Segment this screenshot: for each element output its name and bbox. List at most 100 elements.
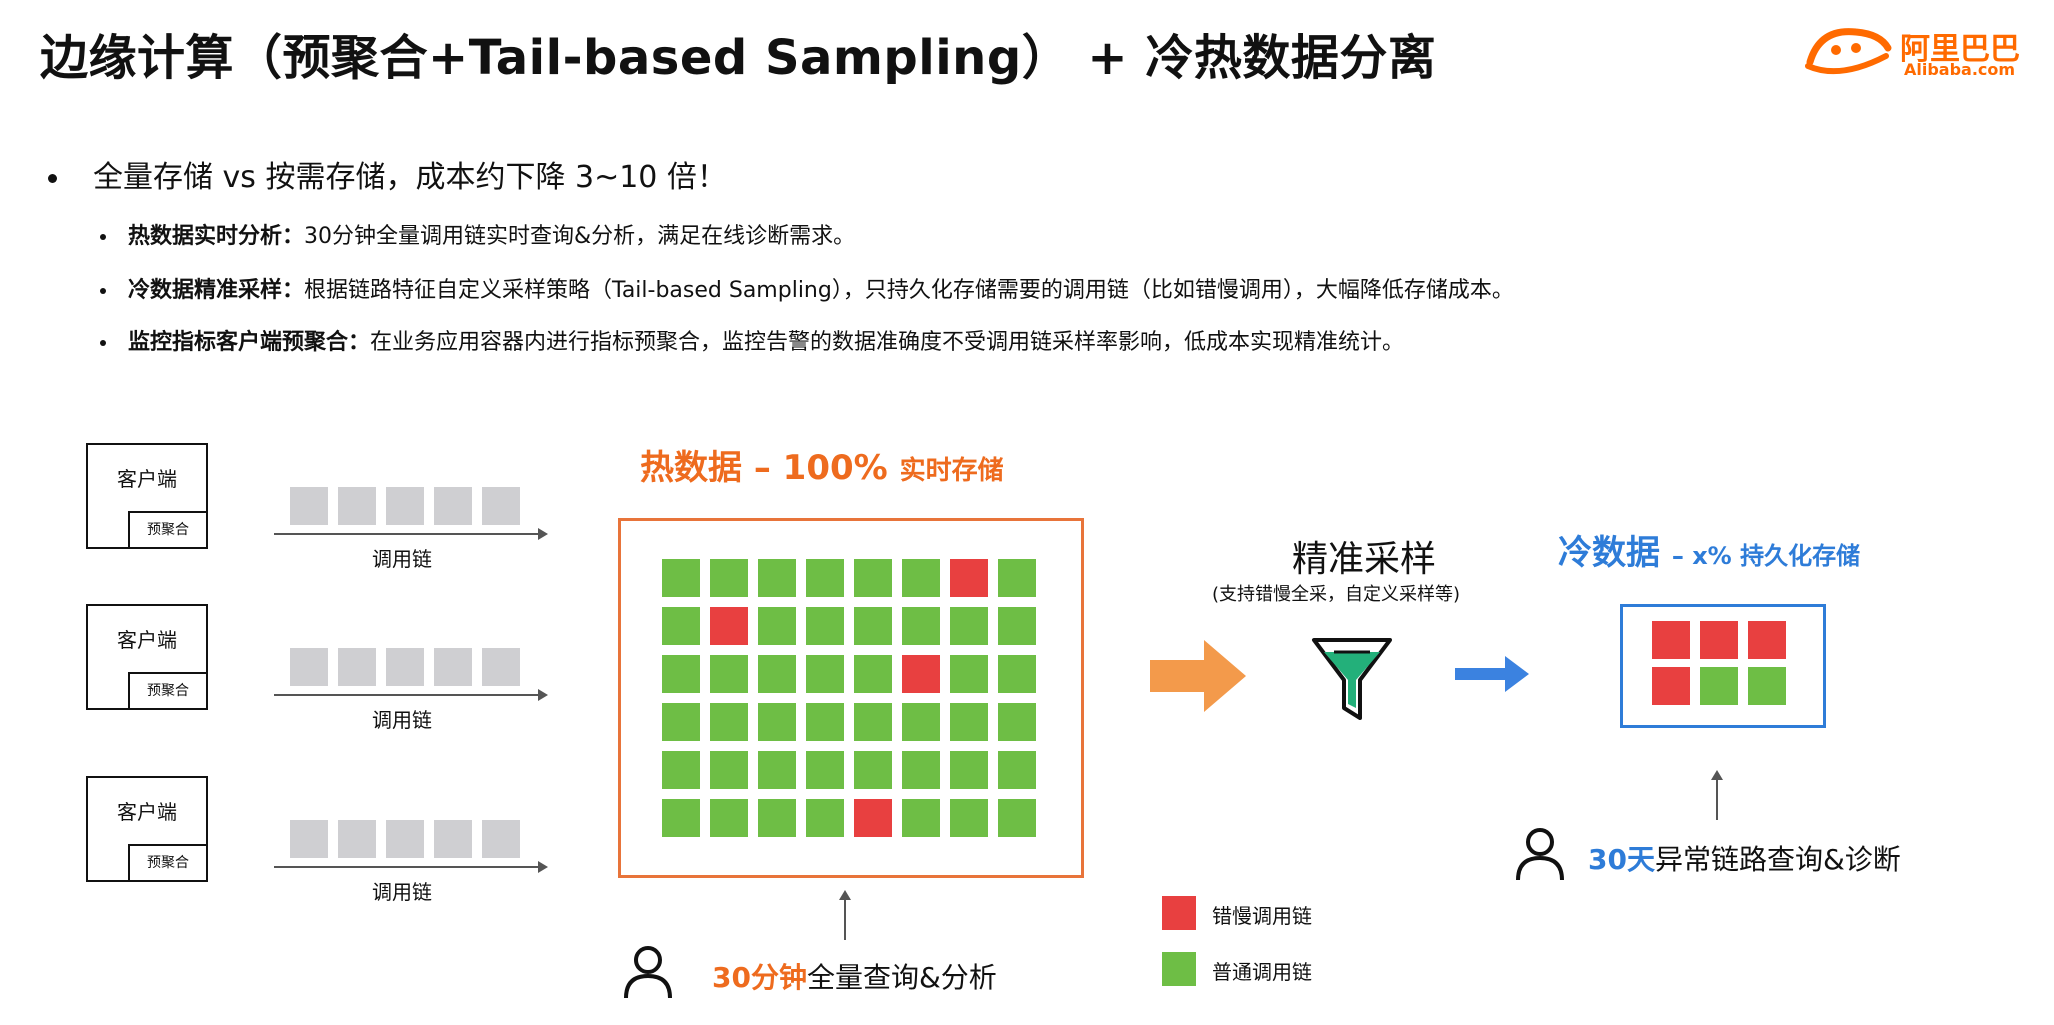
- hot-query-text: 30分钟全量查询&分析: [712, 956, 997, 996]
- trace-packet: [386, 487, 424, 525]
- trace-packet: [338, 648, 376, 686]
- normal-trace-cell: [662, 799, 700, 837]
- slow-trace-cell: [710, 607, 748, 645]
- hot-data-title: 热数据 – 100% 实时存储: [640, 440, 1004, 489]
- normal-trace-cell: [902, 799, 940, 837]
- cold-query-arrow-head: [1711, 770, 1723, 780]
- sampling-subtitle: (支持错慢全采，自定义采样等): [1212, 584, 1461, 605]
- hot-query-desc: 全量查询&分析: [806, 961, 997, 994]
- trace-packet: [482, 487, 520, 525]
- chain-arrow-head: [538, 861, 548, 873]
- sub-bullet-term: 冷数据精准采样：: [128, 278, 305, 303]
- orange-arrow-icon: [1150, 640, 1246, 712]
- chain-label: 调用链: [372, 880, 432, 904]
- legend-label-slow: 错慢调用链: [1212, 904, 1312, 928]
- normal-trace-cell: [710, 703, 748, 741]
- client-preagg: 预聚合: [128, 844, 206, 880]
- chain-label: 调用链: [372, 547, 432, 571]
- normal-trace-cell: [998, 607, 1036, 645]
- normal-trace-cell: [950, 799, 988, 837]
- sub-bullet-hot: 热数据实时分析：30分钟全量调用链实时查询&分析，满足在线诊断需求。: [100, 218, 855, 250]
- sampling-title: 精准采样: [1292, 539, 1437, 580]
- normal-trace-cell: [710, 655, 748, 693]
- normal-trace-cell: [950, 703, 988, 741]
- trace-packet: [386, 648, 424, 686]
- sub-bullet-desc: 在业务应用容器内进行指标预聚合，监控告警的数据准确度不受调用链采样率影响，低成本…: [370, 330, 1405, 355]
- trace-packet: [434, 648, 472, 686]
- normal-trace-cell: [758, 655, 796, 693]
- trace-packet: [338, 487, 376, 525]
- normal-trace-cell: [758, 799, 796, 837]
- normal-trace-cell: [854, 607, 892, 645]
- sub-bullet-cold: 冷数据精准采样：根据链路特征自定义采样策略（Tail-based Samplin…: [100, 272, 1514, 304]
- chain-arrow-line: [274, 533, 538, 535]
- normal-trace-cell: [806, 799, 844, 837]
- cold-query-arrow-line: [1716, 780, 1718, 820]
- client-preagg: 预聚合: [128, 672, 206, 708]
- normal-trace-cell: [662, 655, 700, 693]
- trace-packet: [434, 820, 472, 858]
- normal-trace-cell: [950, 655, 988, 693]
- user-icon: [1516, 828, 1564, 881]
- slow-trace-cell: [1652, 667, 1690, 705]
- alibaba-logo: 阿里巴巴 Alibaba.com: [1800, 22, 2030, 82]
- normal-trace-cell: [662, 751, 700, 789]
- normal-trace-cell: [854, 751, 892, 789]
- alibaba-smile-icon: [1805, 28, 1892, 75]
- normal-trace-cell: [662, 703, 700, 741]
- client-box: 客户端预聚合: [86, 443, 208, 549]
- normal-trace-cell: [998, 559, 1036, 597]
- user-icon: [624, 946, 672, 999]
- normal-trace-cell: [758, 607, 796, 645]
- normal-trace-cell: [758, 751, 796, 789]
- bullet-dot: [48, 174, 57, 183]
- chain-arrow-line: [274, 694, 538, 696]
- cold-query-text: 30天异常链路查询&诊断: [1588, 838, 1901, 878]
- cold-data-box: [1620, 604, 1826, 728]
- client-name: 客户端: [117, 467, 177, 491]
- normal-trace-cell: [1748, 667, 1786, 705]
- chain-label: 调用链: [372, 708, 432, 732]
- main-bullet: 全量存储 vs 按需存储，成本约下降 3~10 倍！: [48, 152, 727, 196]
- normal-trace-cell: [998, 703, 1036, 741]
- hot-query-arrow-head: [839, 890, 851, 900]
- chain-arrow-line: [274, 866, 538, 868]
- client-name: 客户端: [117, 628, 177, 652]
- trace-packet: [482, 648, 520, 686]
- normal-trace-cell: [854, 703, 892, 741]
- normal-trace-cell: [806, 703, 844, 741]
- normal-trace-cell: [710, 559, 748, 597]
- normal-trace-cell: [998, 799, 1036, 837]
- sub-bullet-term: 监控指标客户端预聚合：: [128, 330, 371, 355]
- hot-query-highlight: 30分钟: [712, 961, 807, 994]
- trace-packet: [386, 820, 424, 858]
- logo-sub: Alibaba.com: [1904, 60, 2016, 79]
- normal-trace-cell: [902, 559, 940, 597]
- slow-trace-cell: [854, 799, 892, 837]
- normal-trace-cell: [710, 799, 748, 837]
- filter-funnel-icon: [1312, 638, 1392, 720]
- normal-trace-cell: [662, 607, 700, 645]
- cold-title-main: 冷数据: [1558, 533, 1660, 573]
- hot-data-box: [618, 518, 1084, 878]
- sub-bullet-metrics: 监控指标客户端预聚合：在业务应用容器内进行指标预聚合，监控告警的数据准确度不受调…: [100, 324, 1404, 356]
- chain-arrow-head: [538, 528, 548, 540]
- normal-trace-cell: [806, 607, 844, 645]
- sub-bullet-desc: 根据链路特征自定义采样策略（Tail-based Sampling），只持久化存…: [304, 278, 1514, 303]
- legend-swatch-slow: [1162, 896, 1196, 930]
- cold-query-desc: 异常链路查询&诊断: [1654, 843, 1901, 876]
- bullet-dot: [100, 340, 106, 346]
- normal-trace-cell: [1700, 667, 1738, 705]
- normal-trace-cell: [758, 559, 796, 597]
- hot-title-sub: 实时存储: [899, 456, 1004, 486]
- legend-swatch-normal: [1162, 952, 1196, 986]
- normal-trace-cell: [902, 607, 940, 645]
- normal-trace-cell: [854, 559, 892, 597]
- normal-trace-cell: [806, 655, 844, 693]
- slow-trace-cell: [902, 655, 940, 693]
- trace-packet: [290, 820, 328, 858]
- client-name: 客户端: [117, 800, 177, 824]
- trace-packet: [290, 487, 328, 525]
- trace-packet: [290, 648, 328, 686]
- client-preagg: 预聚合: [128, 511, 206, 547]
